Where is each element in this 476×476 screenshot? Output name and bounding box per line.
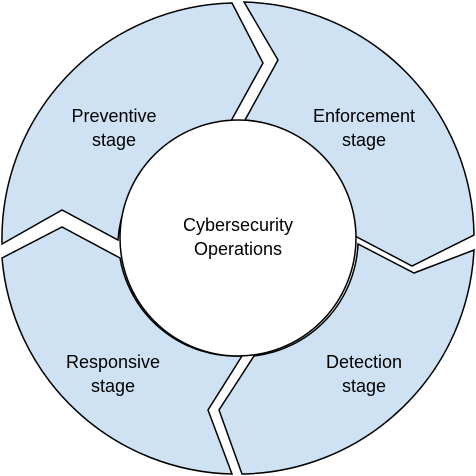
detection-label-line1: Detection — [326, 352, 402, 372]
enforcement-label-line2: stage — [342, 130, 386, 150]
center-disc — [119, 119, 357, 357]
detection-label-line2: stage — [342, 376, 386, 396]
responsive-label-line2: stage — [91, 376, 135, 396]
preventive-label-line1: Preventive — [71, 106, 156, 126]
center-label-line1: Cybersecurity — [183, 215, 293, 235]
segment-detection[interactable] — [218, 242, 475, 475]
preventive-label-line2: stage — [92, 130, 136, 150]
responsive-label-line1: Responsive — [66, 352, 160, 372]
enforcement-label-line1: Enforcement — [313, 106, 415, 126]
center-label-line2: Operations — [194, 239, 282, 259]
segment-responsive[interactable] — [1, 226, 244, 475]
